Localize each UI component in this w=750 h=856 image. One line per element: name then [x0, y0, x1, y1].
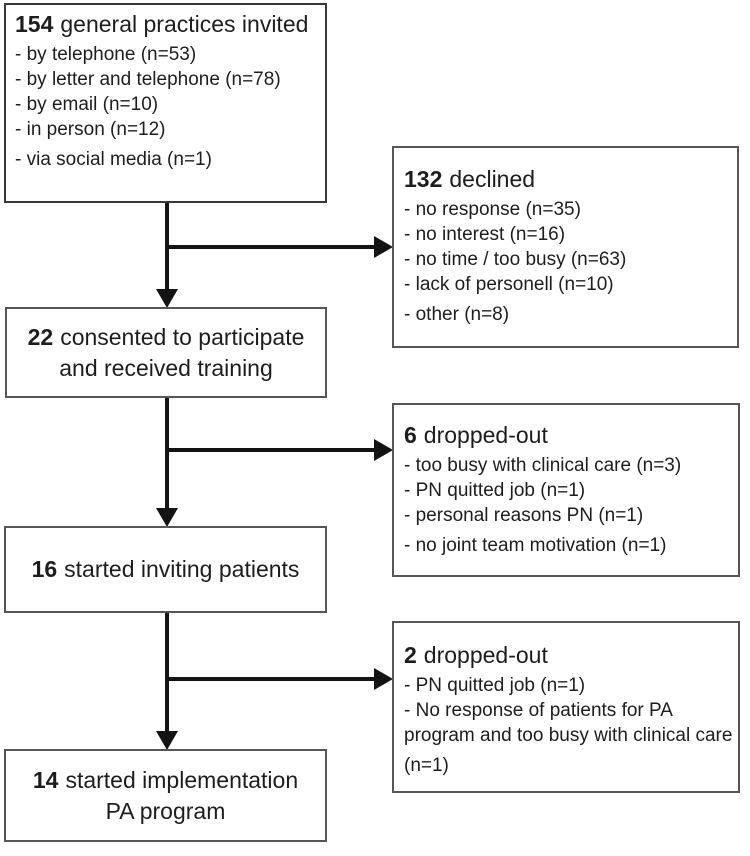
- connector-line-vertical-2: [165, 398, 169, 512]
- list-item: program and too busy with clinical care: [404, 725, 733, 746]
- list-item: - personal reasons PN (n=1): [404, 505, 644, 526]
- count-declined: 132: [404, 166, 443, 192]
- list-item: - by telephone (n=53): [15, 44, 197, 65]
- arrowhead-right-icon: [374, 236, 393, 258]
- box-heading-label: consented to participate and received tr…: [59, 323, 305, 381]
- arrowhead-right-icon: [374, 439, 393, 461]
- arrowhead-right-icon: [374, 668, 393, 690]
- arrowhead-down-icon: [156, 289, 178, 308]
- box-heading-label: started inviting patients: [64, 556, 300, 582]
- box-heading-label: declined: [449, 166, 536, 192]
- list-item: - via social media (n=1): [15, 149, 212, 170]
- list-item: - No response of patients for PA: [404, 700, 673, 721]
- list-item: - no joint team motivation (n=1): [404, 535, 667, 556]
- count-consented: 22: [27, 323, 54, 350]
- list-item: - by email (n=10): [15, 94, 159, 115]
- list-item: - too busy with clinical care (n=3): [404, 455, 682, 476]
- list-item: - PN quitted job (n=1): [404, 480, 586, 501]
- invite-method-list: - by telephone (n=53) - by letter and te…: [15, 42, 316, 172]
- decline-reason-list: - no response (n=35) - no interest (n=16…: [404, 197, 727, 327]
- connector-line-horizontal-1: [167, 245, 374, 249]
- connector-line-vertical-3: [165, 613, 169, 735]
- dropout-reason-list: - too busy with clinical care (n=3) - PN…: [404, 453, 728, 558]
- count-implementation: 14: [32, 766, 59, 793]
- count-invited: 154: [15, 11, 54, 37]
- count-dropped-inviting: 2: [404, 642, 417, 668]
- list-item: - no interest (n=16): [404, 224, 566, 245]
- connector-line-horizontal-3: [167, 677, 374, 681]
- dropout-reason-list: - PN quitted job (n=1) - No response of …: [404, 673, 733, 778]
- list-item: - no response (n=35): [404, 199, 581, 220]
- box-heading-label: started implementation PA program: [65, 766, 299, 824]
- connector-line-horizontal-2: [167, 448, 374, 452]
- box-heading-label: dropped-out: [423, 642, 548, 668]
- count-started-inviting: 16: [31, 556, 58, 582]
- arrowhead-down-icon: [156, 508, 178, 527]
- list-item: - no time / too busy (n=63): [404, 249, 627, 270]
- box-heading-label: general practices invited: [60, 11, 309, 37]
- box-heading-label: dropped-out: [423, 422, 548, 448]
- list-item: - by letter and telephone (n=78): [15, 69, 281, 90]
- list-item: - in person (n=12): [15, 119, 166, 140]
- list-item: - other (n=8): [404, 304, 510, 325]
- list-item: - PN quitted job (n=1): [404, 675, 586, 696]
- arrowhead-down-icon: [156, 731, 178, 750]
- count-dropped-training: 6: [404, 422, 417, 448]
- list-item: - lack of personell (n=10): [404, 274, 614, 295]
- list-item: (n=1): [404, 755, 449, 776]
